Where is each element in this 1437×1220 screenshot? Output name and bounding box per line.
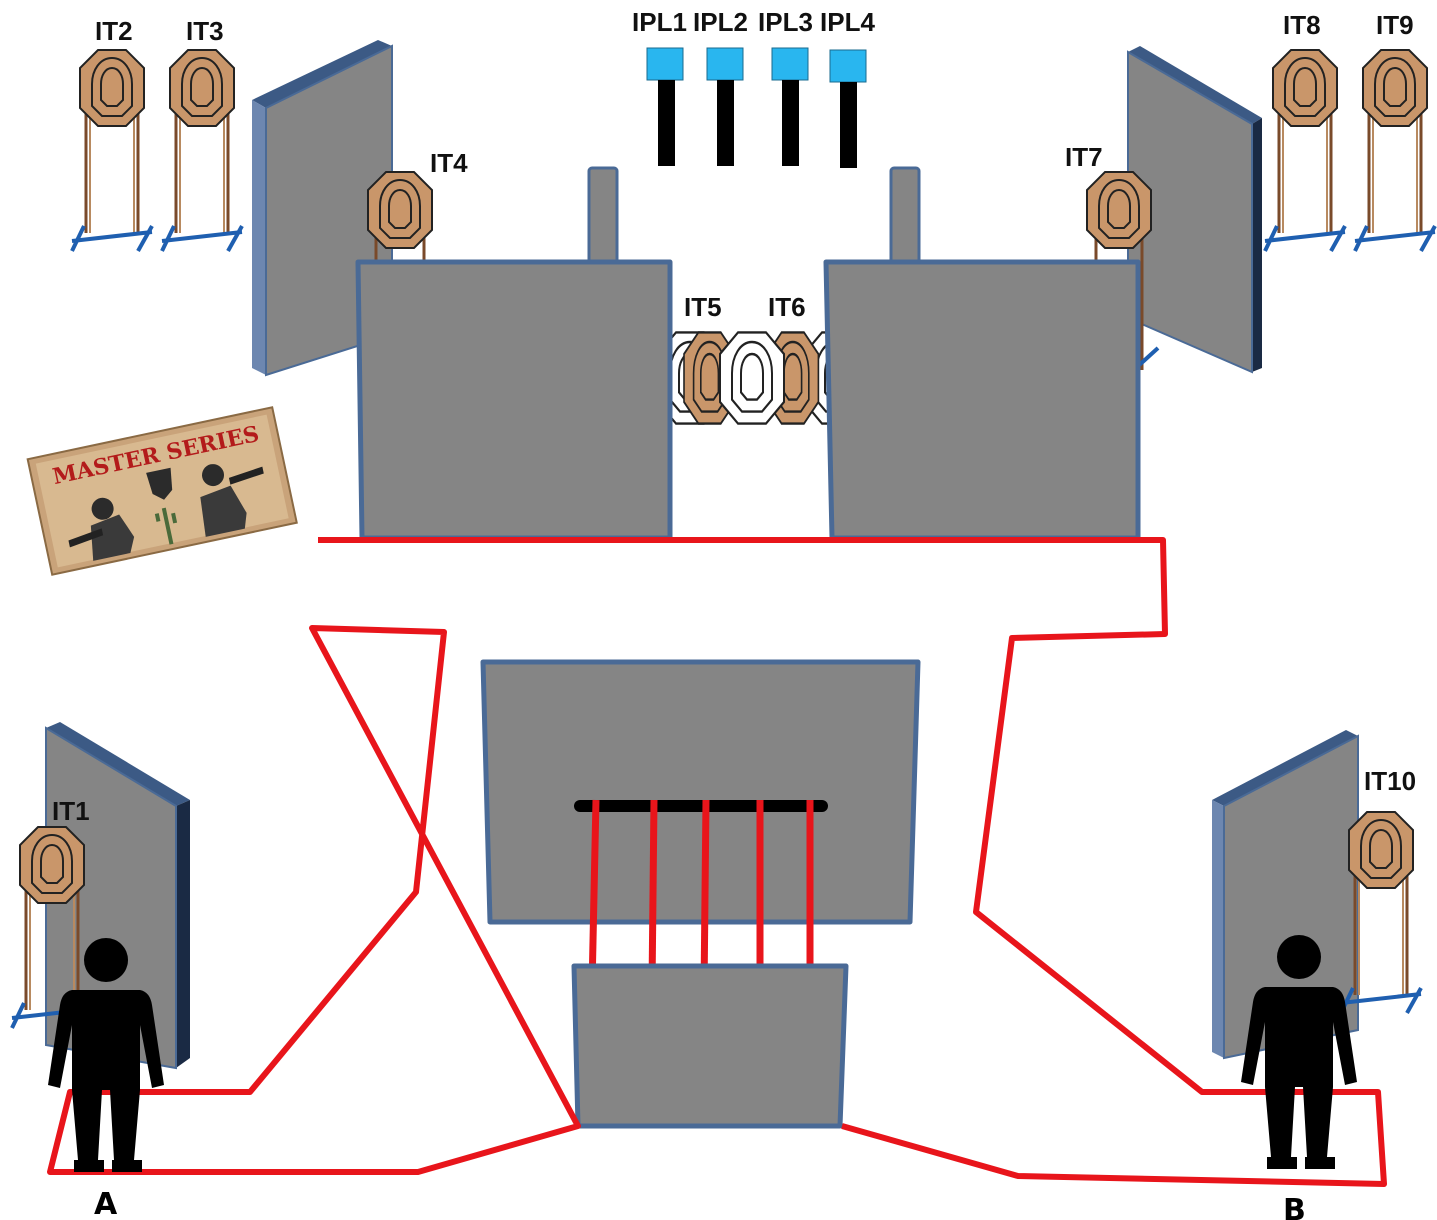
fault-line [47, 537, 1387, 1187]
svg-text:IT1: IT1 [52, 796, 90, 826]
svg-text:IPL2: IPL2 [693, 7, 748, 37]
target-it9: IT9 [1353, 10, 1437, 253]
wall-center-lower [571, 963, 849, 1129]
svg-text:IT9: IT9 [1376, 10, 1414, 40]
svg-text:A: A [94, 1187, 118, 1220]
wall-front-left [355, 259, 673, 541]
svg-text:B: B [1283, 1193, 1306, 1220]
popper-ipl4: IPL4 [820, 7, 875, 168]
svg-text:IT7: IT7 [1065, 142, 1103, 172]
target-it10: IT10 [1339, 766, 1423, 1015]
popper-ipl2: IPL2 [693, 7, 748, 166]
label-it6: IT6 [768, 292, 806, 322]
target-it3: IT3 [160, 16, 244, 253]
target-it1: IT1 [10, 796, 94, 1030]
barricade-uprights [588, 799, 814, 993]
shooter-position-b: B [1241, 935, 1357, 1220]
target-it2: IT2 [70, 16, 154, 253]
popper-ipl3: IPL3 [758, 7, 813, 166]
wall-top-right [1127, 46, 1262, 374]
svg-text:IPL3: IPL3 [758, 7, 813, 37]
svg-text:IT4: IT4 [430, 148, 468, 178]
wall-front-right [823, 259, 1141, 541]
wall-center-upper [480, 659, 921, 925]
popper-ipl1: IPL1 [632, 7, 687, 166]
target-it4: IT4 [367, 148, 468, 262]
svg-text:IPL4: IPL4 [820, 7, 875, 37]
svg-text:IT10: IT10 [1364, 766, 1416, 796]
label-it5: IT5 [684, 292, 722, 322]
master-series-logo: MASTER SERIES [26, 406, 298, 576]
target-it8: IT8 [1263, 10, 1347, 253]
svg-text:IT2: IT2 [95, 16, 133, 46]
post-left [587, 166, 619, 265]
svg-text:IT8: IT8 [1283, 10, 1321, 40]
post-right [889, 166, 921, 265]
target-it7: IT7 [1065, 142, 1160, 370]
svg-text:IPL1: IPL1 [632, 7, 687, 37]
svg-text:IT3: IT3 [186, 16, 224, 46]
shooter-position-a: A [48, 938, 164, 1220]
wall-right-lower [1212, 730, 1359, 1060]
